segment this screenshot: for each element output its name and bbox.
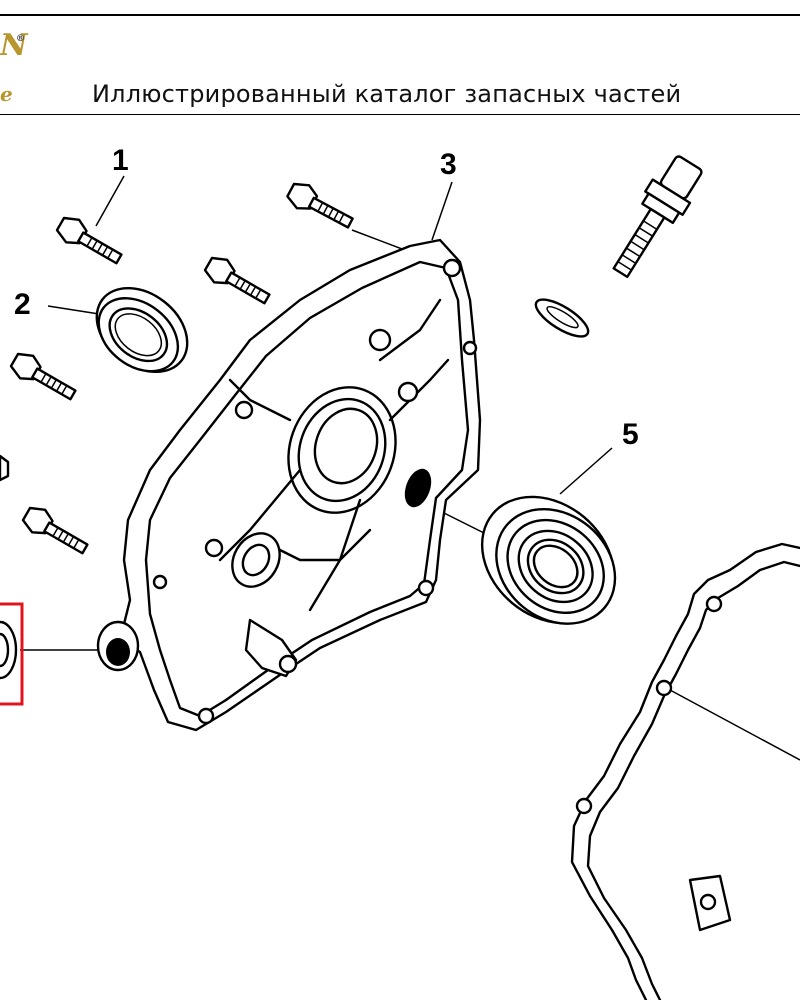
bolt-1[interactable] — [54, 213, 126, 270]
header-top-rule — [0, 14, 800, 16]
highlight-box — [0, 602, 24, 706]
bolt-3[interactable] — [202, 253, 274, 310]
callout-3[interactable]: 3 — [440, 148, 457, 181]
brand-logo-top: N — [0, 28, 28, 63]
bolt-4[interactable] — [8, 349, 80, 406]
callout-1[interactable]: 1 — [112, 144, 129, 177]
ball-bearing[interactable] — [457, 471, 641, 651]
header-bottom-rule — [0, 114, 800, 115]
bolt-5[interactable] — [20, 503, 92, 560]
crankcase-gasket[interactable] — [570, 542, 800, 1000]
oil-seal[interactable] — [80, 271, 204, 390]
callout-2[interactable]: 2 — [14, 288, 31, 321]
page-title: Иллюстрированный каталог запасных частей — [92, 80, 682, 108]
callout-5[interactable]: 5 — [622, 418, 639, 451]
oil-level-sensor[interactable] — [602, 151, 708, 285]
bolt-2[interactable] — [285, 179, 357, 234]
crankcase-cover[interactable] — [96, 238, 482, 732]
leader-lines — [20, 175, 800, 761]
bolt-partial[interactable] — [0, 454, 10, 482]
brand-registered-mark: ® — [16, 34, 25, 44]
brand-logo-bottom: e — [0, 82, 13, 106]
drain-plug-seal-partial[interactable] — [0, 620, 18, 680]
sealing-washer[interactable] — [531, 293, 594, 343]
